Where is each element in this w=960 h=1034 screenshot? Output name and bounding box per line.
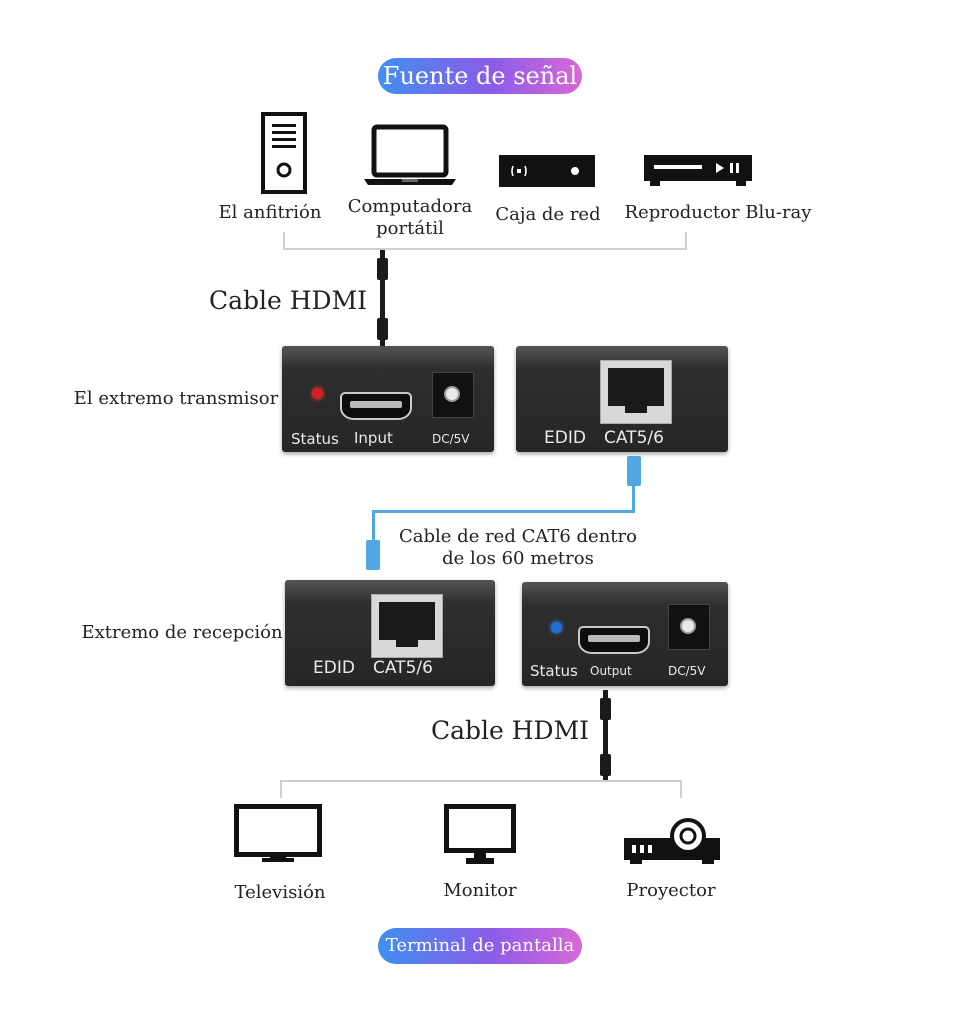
status-led (551, 622, 562, 633)
projector-icon (624, 818, 720, 864)
source-bracket-left (283, 232, 285, 250)
network-cable-vertical-left (372, 510, 375, 542)
source-bracket-right (685, 232, 687, 250)
display-terminal-title: Terminal de pantalla (378, 928, 582, 964)
source-bracket-line (283, 248, 687, 250)
rj45-port (600, 360, 672, 424)
hdmi-input-port (340, 392, 412, 420)
hdmi-cable-bottom (603, 690, 608, 782)
receiver-label: Extremo de recepción (81, 622, 283, 643)
desktop-tower-icon (261, 112, 307, 194)
hdmi-output-port (578, 626, 650, 654)
receiver-front-panel: Status Output DC/5V (522, 582, 728, 686)
transmitter-rear-panel: EDID CAT5/6 (516, 346, 728, 452)
cat-port-label: CAT5/6 (604, 428, 664, 448)
display-bracket-left (280, 780, 282, 798)
monitor-icon (444, 804, 516, 864)
rj45-port (371, 594, 443, 658)
edid-label: EDID (313, 658, 355, 678)
edid-label: EDID (544, 428, 586, 448)
transmitter-label: El extremo transmisor (73, 388, 279, 409)
display-bracket-right (680, 780, 682, 798)
signal-source-title: Fuente de señal (378, 58, 582, 94)
display-bracket-line (280, 780, 682, 782)
hdmi-connector-top-upper (377, 258, 388, 280)
input-label: Input (354, 429, 393, 447)
dc-label: DC/5V (668, 664, 706, 678)
source-label-network-box: Caja de red (495, 204, 601, 225)
source-label-bluray: Reproductor Blu-ray (624, 202, 812, 223)
transmitter-front-panel: Status Input DC/5V (282, 346, 494, 452)
display-label-projector: Proyector (626, 880, 716, 901)
source-label-laptop: Computadora portátil (347, 196, 473, 239)
hdmi-cable-bottom-label: Cable HDMI (430, 716, 590, 745)
bluray-player-icon (644, 155, 752, 186)
receiver-rear-panel: EDID CAT5/6 (285, 580, 495, 686)
network-cable-label: Cable de red CAT6 dentro de los 60 metro… (399, 526, 637, 569)
network-box-icon (499, 155, 595, 187)
television-icon (234, 804, 322, 862)
status-label: Status (530, 662, 578, 680)
cat-port-label: CAT5/6 (373, 658, 433, 678)
status-label: Status (291, 430, 339, 448)
dc-power-jack (668, 604, 710, 650)
rj45-plug-bottom (366, 540, 380, 570)
dc-power-jack (432, 372, 474, 418)
hdmi-connector-bottom-upper (600, 698, 611, 720)
display-label-tv: Televisión (234, 882, 326, 903)
output-label: Output (590, 664, 632, 678)
source-label-host: El anfitrión (218, 202, 322, 223)
hdmi-cable-top-label: Cable HDMI (208, 286, 368, 315)
display-label-monitor: Monitor (443, 880, 517, 901)
laptop-icon (364, 124, 456, 185)
dc-label: DC/5V (432, 432, 470, 446)
status-led (312, 388, 323, 399)
hdmi-cable-top (380, 250, 385, 348)
hdmi-connector-top-lower (377, 318, 388, 340)
network-cable-vertical-right (632, 484, 635, 512)
network-cable-horizontal (372, 510, 635, 513)
rj45-plug-top (627, 456, 641, 486)
hdmi-connector-bottom-lower (600, 754, 611, 776)
